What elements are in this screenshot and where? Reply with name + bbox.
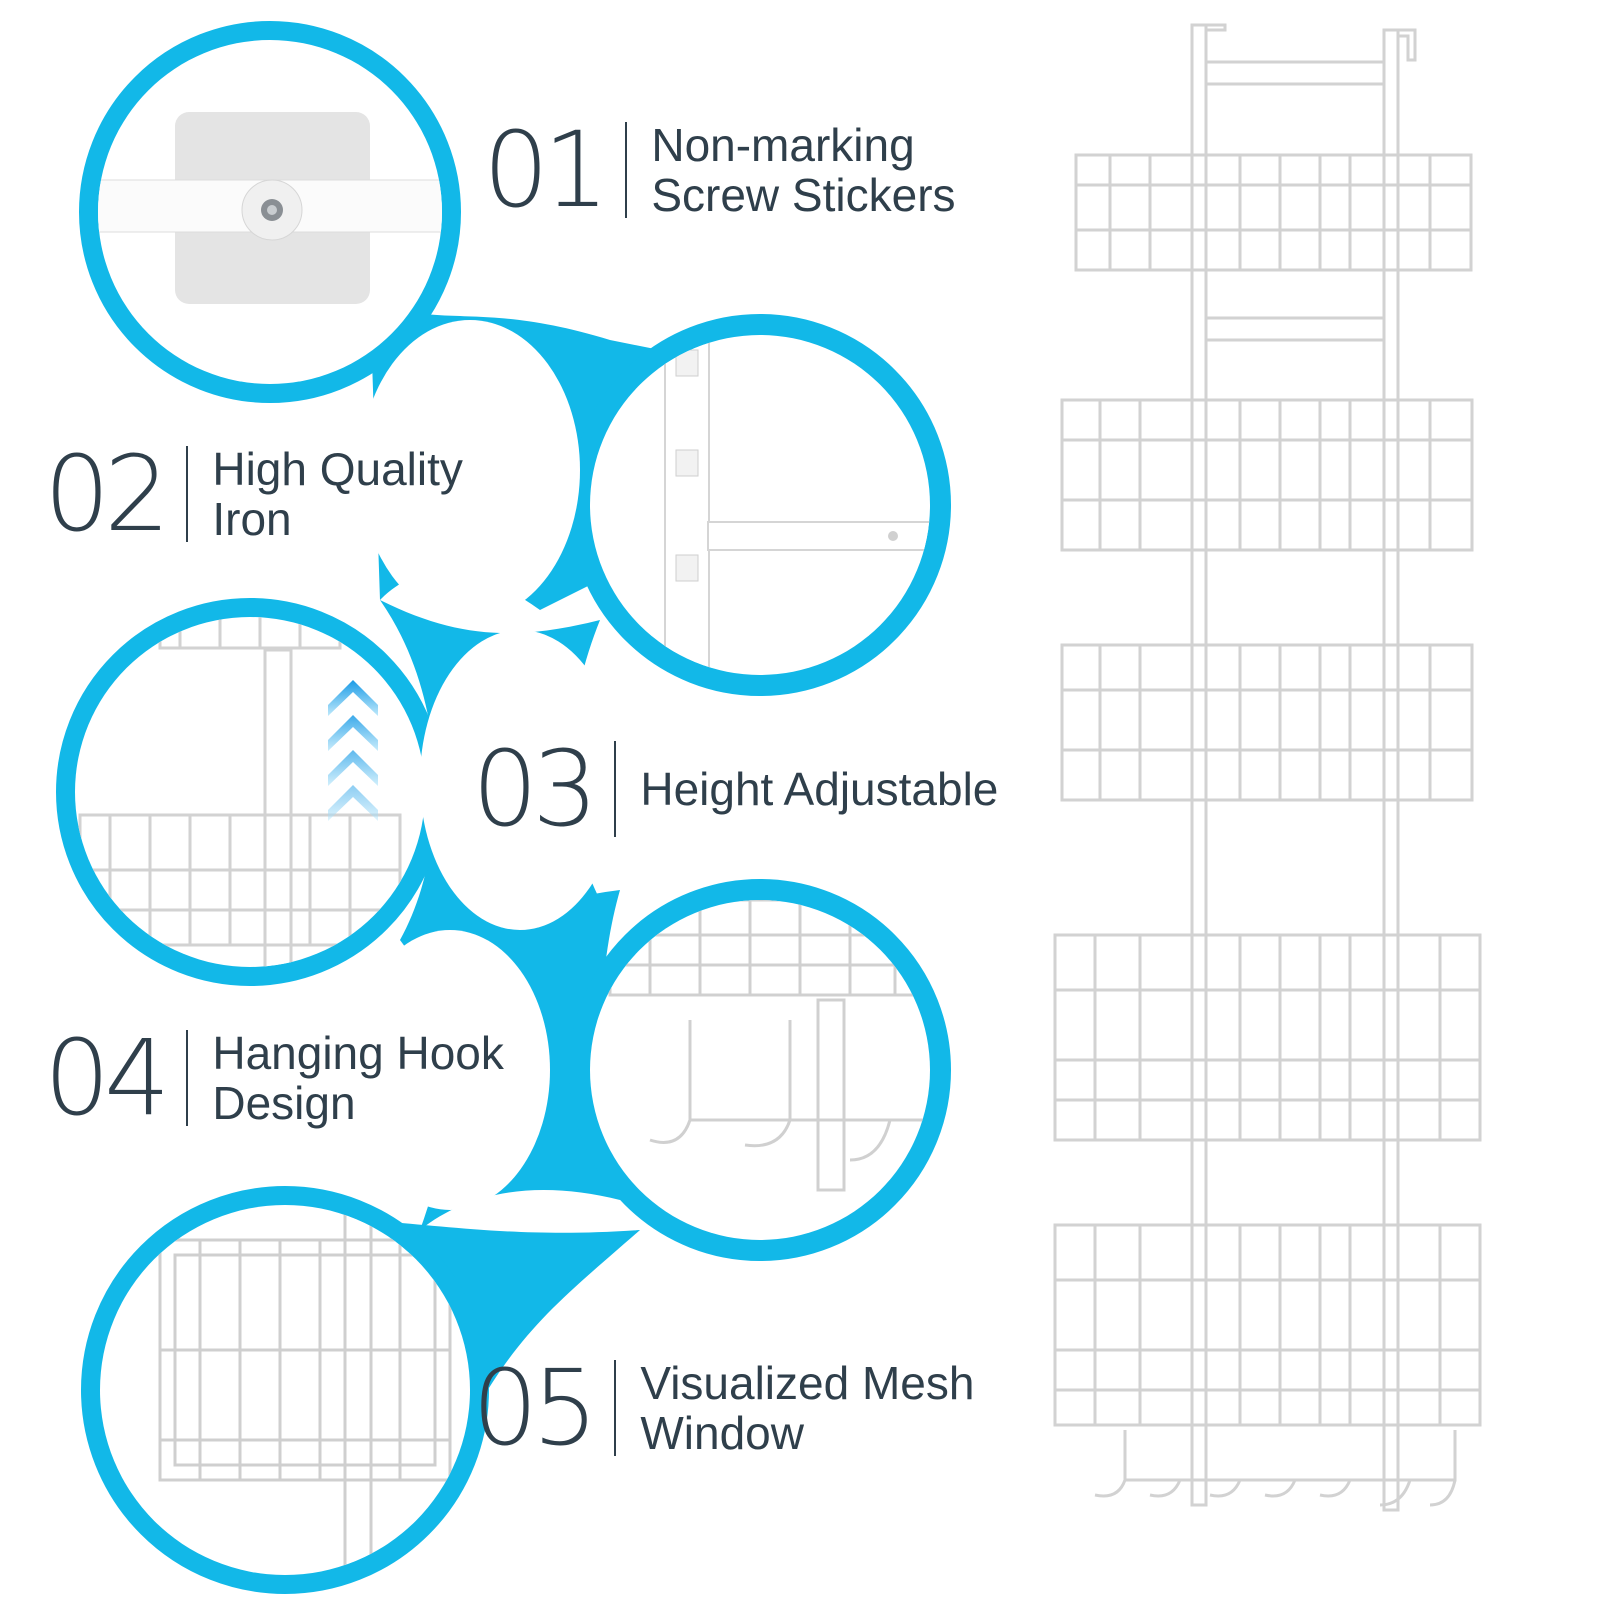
feature-label: Visualized Mesh Window <box>640 1357 975 1459</box>
feature-01: 01 Non-marking Screw Stickers <box>483 118 956 222</box>
over-door-rack <box>1053 23 1482 1512</box>
feature-divider <box>614 1360 617 1456</box>
feature-divider <box>625 122 628 218</box>
screw-sticker-closeup <box>98 40 442 384</box>
feature-label: Height Adjustable <box>640 763 999 815</box>
height-adjust-closeup <box>75 617 425 967</box>
feature-number: 02 <box>44 433 170 555</box>
up-arrows-icon <box>328 680 378 821</box>
feature-05: 05 Visualized Mesh Window <box>472 1356 974 1460</box>
hook-closeup <box>590 900 930 1240</box>
feature-02: 02 High Quality Iron <box>44 442 463 546</box>
iron-frame-closeup <box>590 335 930 675</box>
feature-divider <box>614 741 617 837</box>
feature-number: 05 <box>472 1347 598 1469</box>
feature-divider <box>186 446 189 542</box>
feature-number: 01 <box>483 109 609 231</box>
mesh-basket-closeup <box>100 1205 470 1575</box>
feature-label: Hanging Hook Design <box>212 1027 504 1129</box>
feature-number: 04 <box>44 1017 170 1139</box>
feature-divider <box>186 1030 189 1126</box>
feature-03: 03 Height Adjustable <box>472 737 998 841</box>
feature-label: High Quality Iron <box>212 443 463 545</box>
feature-04: 04 Hanging Hook Design <box>44 1026 504 1130</box>
feature-label: Non-marking Screw Stickers <box>651 119 956 221</box>
feature-number: 03 <box>472 728 598 850</box>
